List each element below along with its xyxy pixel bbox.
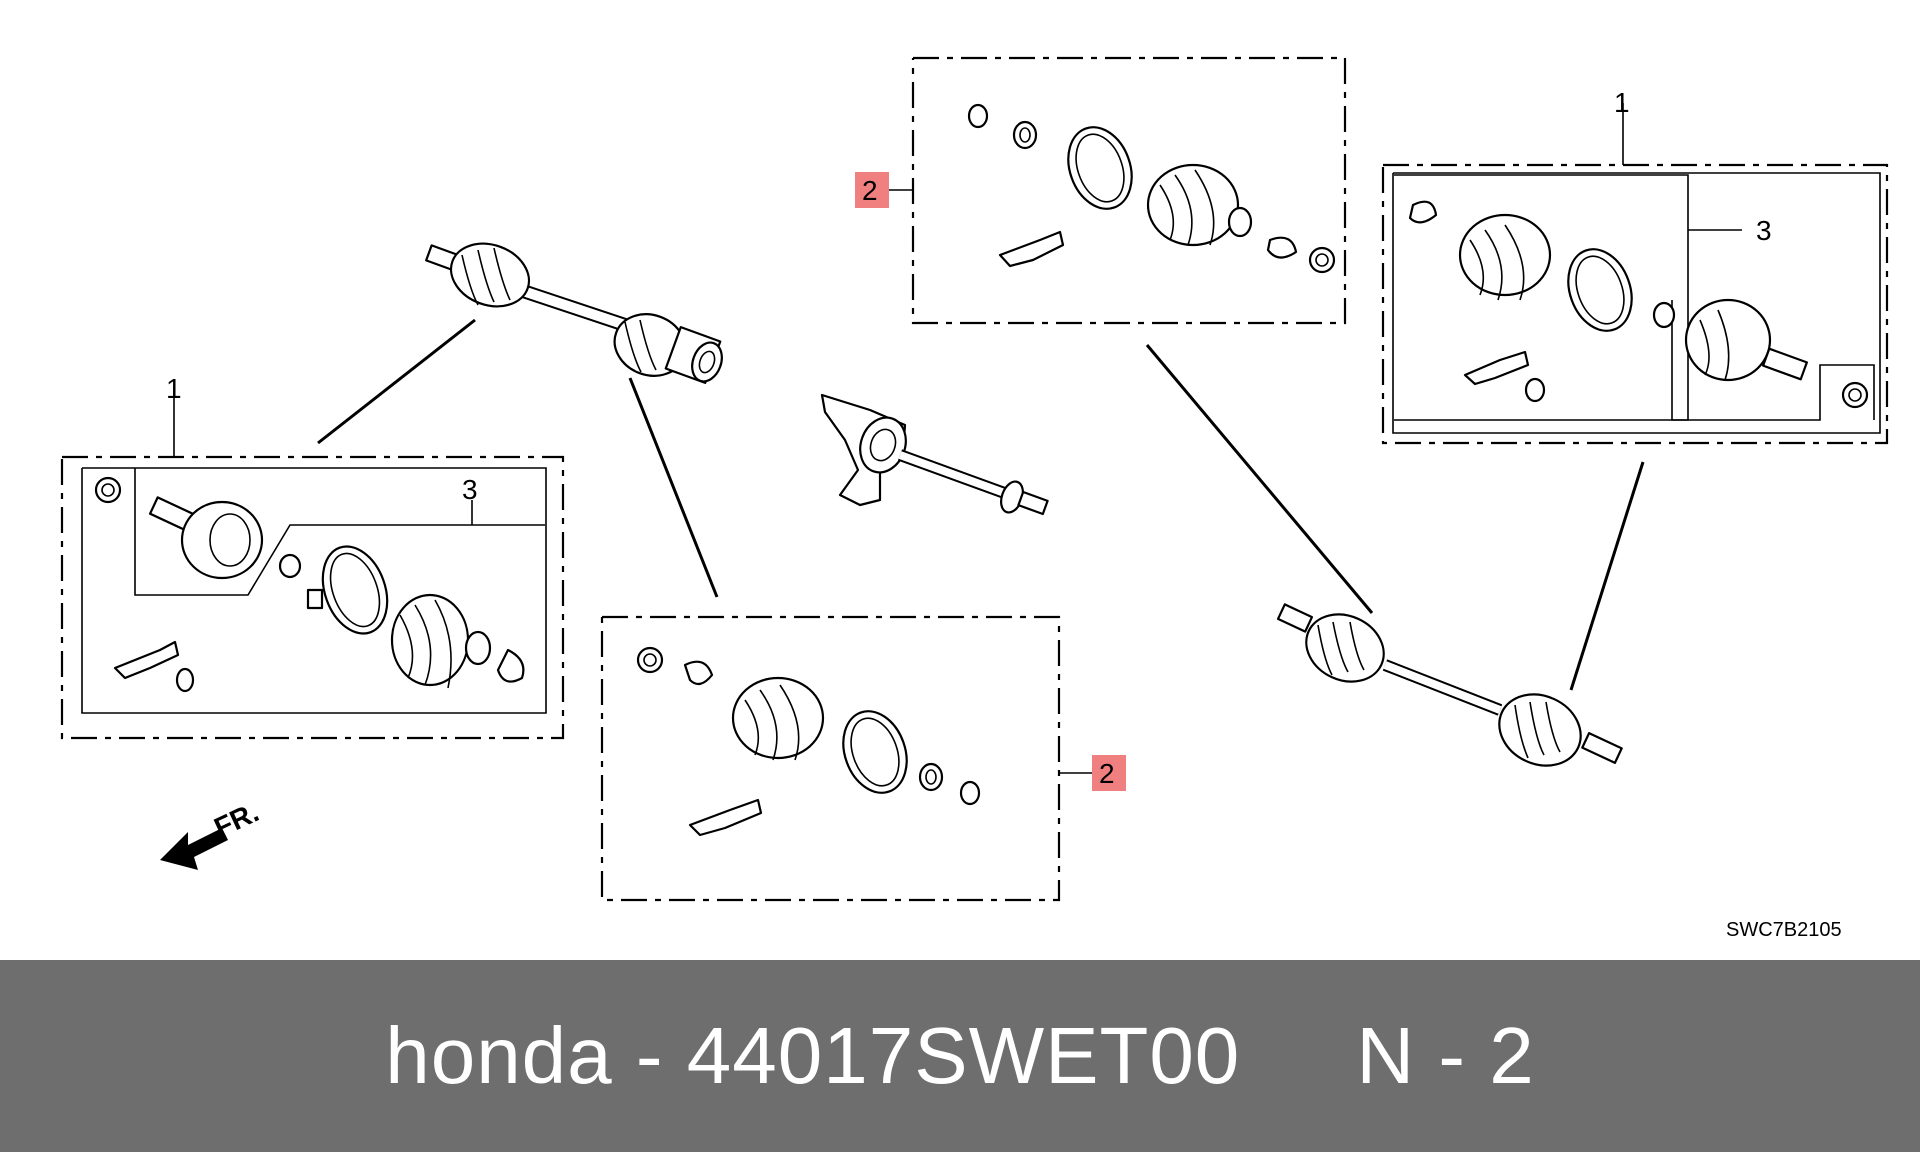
callout-highlight-top	[855, 172, 889, 208]
front-direction-arrow: FR.	[160, 796, 263, 870]
callout-2-bottom: 2	[1099, 758, 1115, 789]
boot-kit-box-top: 2	[855, 56, 1347, 325]
leader-lines	[317, 318, 1645, 691]
drawing-code: SWC7B2105	[1726, 919, 1842, 941]
callout-2-top: 2	[862, 175, 878, 206]
parts-diagram: 1 3 2	[60, 56, 1889, 941]
assembly-box-right: 1 3	[1381, 87, 1889, 445]
callout-highlight-bottom	[1092, 755, 1126, 791]
intermediate-shaft	[820, 393, 1049, 516]
driveshaft-lower-right	[1276, 603, 1623, 767]
driveshaft-upper-left	[425, 242, 723, 384]
callout-3-left: 3	[462, 474, 478, 505]
callout-1-left: 1	[166, 373, 182, 404]
callout-1-right: 1	[1614, 87, 1630, 118]
boot-kit-box-bottom: 2	[600, 615, 1126, 902]
assembly-box-left: 1 3	[60, 373, 565, 740]
footer-caption: honda - 44017SWET00 N - 2	[385, 1011, 1535, 1100]
footer-bar: honda - 44017SWET00 N - 2	[0, 960, 1920, 1152]
callout-3-right: 3	[1756, 215, 1772, 246]
